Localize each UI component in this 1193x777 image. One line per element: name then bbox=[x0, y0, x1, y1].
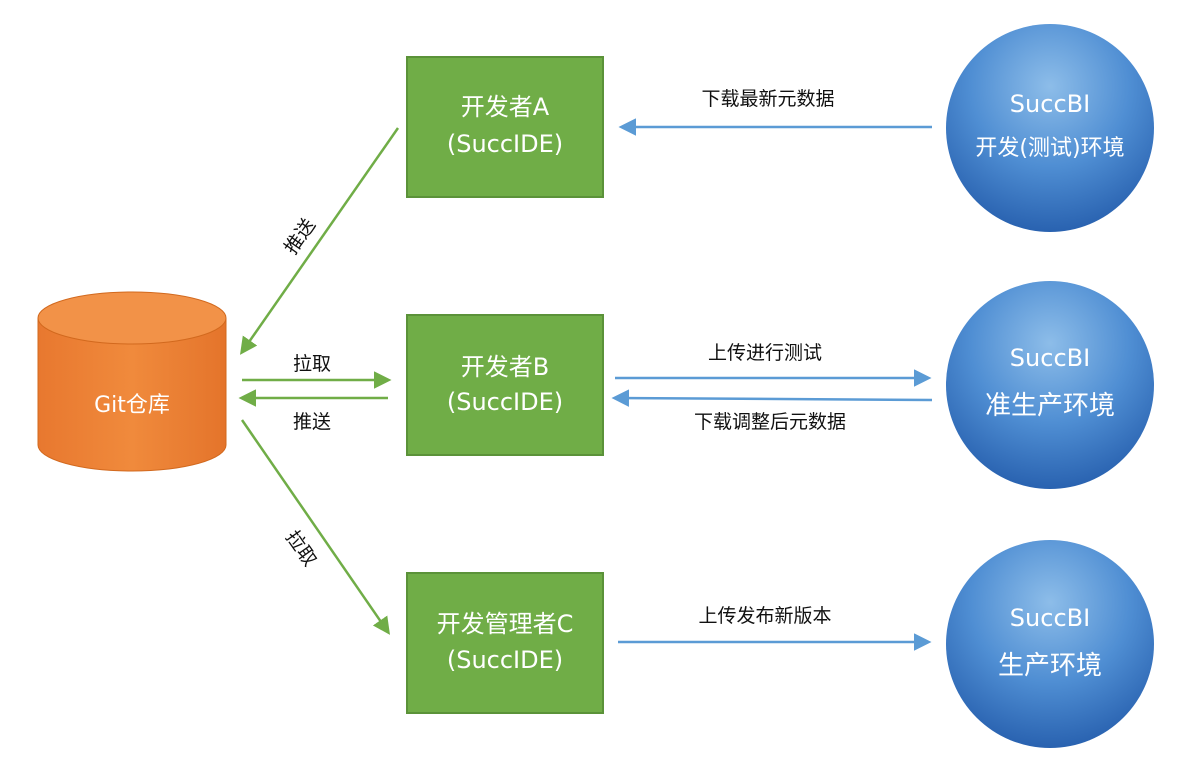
developer-box-a: 开发者A (SuccIDE) bbox=[406, 56, 604, 198]
edge-label-env-dev-to-dev-a: 下载最新元数据 bbox=[701, 88, 834, 110]
environment-circle-staging: SuccBI 准生产环境 bbox=[946, 281, 1154, 489]
developer-b-tool: (SuccIDE) bbox=[447, 388, 563, 416]
arrow-env-staging-to-dev-b bbox=[611, 389, 933, 407]
environment-dev-label: 开发(测试)环境 bbox=[975, 136, 1124, 161]
environment-circle-dev: SuccBI 开发(测试)环境 bbox=[946, 24, 1154, 232]
arrow-dev-a-to-git bbox=[239, 127, 400, 355]
arrow-git-to-dev-c bbox=[240, 419, 390, 635]
developer-c-name: 开发管理者C bbox=[437, 610, 574, 638]
developer-box-c: 开发管理者C (SuccIDE) bbox=[406, 572, 604, 714]
edge-label-git-to-dev-c: 拉取 bbox=[281, 527, 321, 571]
edge-label-dev-b-to-env-staging: 上传进行测试 bbox=[708, 342, 822, 364]
edge-label-dev-a-to-git: 推送 bbox=[280, 215, 320, 259]
environment-prod-name: SuccBI bbox=[1010, 604, 1090, 632]
developer-box-b: 开发者B (SuccIDE) bbox=[406, 314, 604, 456]
environment-prod-label: 生产环境 bbox=[998, 651, 1102, 681]
edge-label-git-to-dev-b: 拉取 bbox=[293, 353, 331, 375]
developer-a-name: 开发者A bbox=[461, 93, 550, 121]
environment-circle-prod: SuccBI 生产环境 bbox=[946, 540, 1154, 748]
developer-b-name: 开发者B bbox=[461, 353, 549, 381]
edge-label-dev-c-to-env-prod: 上传发布新版本 bbox=[698, 605, 831, 627]
environment-staging-name: SuccBI bbox=[1010, 344, 1090, 372]
git-repository-label: Git仓库 bbox=[94, 393, 170, 418]
developer-a-tool: (SuccIDE) bbox=[447, 130, 563, 158]
environment-dev-name: SuccBI bbox=[1010, 90, 1090, 118]
edge-label-dev-b-to-git: 推送 bbox=[293, 411, 331, 433]
developer-c-tool: (SuccIDE) bbox=[447, 646, 563, 674]
environment-staging-label: 准生产环境 bbox=[985, 391, 1115, 421]
edge-label-env-staging-to-dev-b: 下载调整后元数据 bbox=[694, 411, 846, 433]
git-repository-cylinder: Git仓库 bbox=[37, 291, 227, 472]
